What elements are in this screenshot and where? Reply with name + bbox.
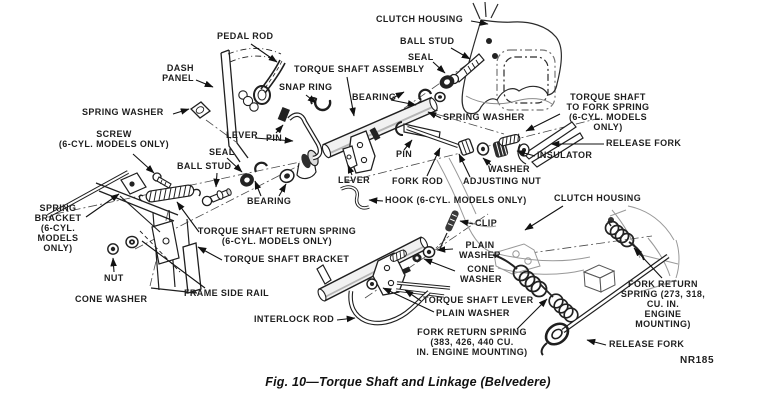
figure-caption: Fig. 10—Torque Shaft and Linkage (Belved… <box>265 375 551 389</box>
nut-part <box>107 243 119 255</box>
bearing-left-part <box>254 161 295 184</box>
label-nut: NUT <box>104 273 124 283</box>
upper-lever-part <box>277 106 323 161</box>
label-torque-shaft-to-fork-spring: TORQUE SHAFT TO FORK SPRING (6-CYL. MODE… <box>566 92 650 132</box>
label-adjusting-nut: ADJUSTING NUT <box>463 176 542 186</box>
label-pin-right: PIN <box>396 149 413 159</box>
label-release-fork-top: RELEASE FORK <box>606 138 682 148</box>
label-dash-panel: DASH PANEL <box>162 63 194 83</box>
clip-part <box>434 210 459 251</box>
label-clutch-housing-lower: CLUTCH HOUSING <box>554 193 642 203</box>
label-fork-rod: FORK ROD <box>392 176 444 186</box>
hook-part <box>340 185 370 210</box>
label-bearing-top: BEARING <box>352 92 397 102</box>
release-fork-bottom-part <box>540 253 670 356</box>
label-release-fork-bottom: RELEASE FORK <box>609 339 685 349</box>
tube-collar-part <box>296 149 319 180</box>
upper-clutch-housing-drawing <box>461 1 562 115</box>
label-bearing-left: BEARING <box>247 196 292 206</box>
label-torque-shaft-bracket: TORQUE SHAFT BRACKET <box>224 254 350 264</box>
pedal-rod-part <box>227 47 286 112</box>
label-screw: SCREW (6-CYL. MODELS ONLY) <box>58 129 170 149</box>
fork-return-spring-383-part <box>492 254 548 298</box>
label-spring-bracket: SPRING BRACKET (6-CYL. MODELS ONLY) <box>34 203 82 253</box>
fork-return-spring-b-part <box>539 283 579 323</box>
cone-washer-right-part <box>412 253 422 263</box>
label-frame-side-rail: FRAME SIDE RAIL <box>184 288 270 298</box>
label-pin-left: PIN <box>266 133 283 143</box>
seal-left-part <box>240 173 254 187</box>
label-lever-left: LEVER <box>226 130 259 140</box>
label-ball-stud-right: BALL STUD <box>400 36 455 46</box>
interlock-rod-part <box>348 290 431 326</box>
return-spring-part <box>138 184 201 203</box>
label-plain-washer-lower: PLAIN WASHER <box>436 308 510 318</box>
label-cone-washer-left: CONE WASHER <box>75 294 148 304</box>
spring-washer-left-part <box>189 101 212 119</box>
label-plain-washer-upper: PLAIN WASHER <box>459 240 501 260</box>
label-hook: HOOK (6-CYL. MODELS ONLY) <box>385 195 527 205</box>
ball-stud-left-part <box>201 188 232 207</box>
drawing-number: NR185 <box>680 355 715 366</box>
label-clip: CLIP <box>475 218 498 228</box>
label-fork-return-spring-273: FORK RETURN SPRING (273, 318, CU. IN. EN… <box>620 279 706 329</box>
lower-torque-shaft-part <box>316 236 451 302</box>
label-washer-right: WASHER <box>488 164 530 174</box>
label-lever-center: LEVER <box>338 175 371 185</box>
label-insulator: INSULATOR <box>537 150 593 160</box>
screw-part <box>152 172 172 189</box>
label-torque-shaft-return-spring: TORQUE SHAFT RETURN SPRING (6-CYL. MODEL… <box>197 226 357 246</box>
label-snap-ring: SNAP RING <box>279 82 333 92</box>
label-spring-washer-left: SPRING WASHER <box>82 107 164 117</box>
label-torque-shaft-assembly: TORQUE SHAFT ASSEMBLY <box>294 64 425 74</box>
fork-rod-row <box>342 121 521 170</box>
label-seal-right: SEAL <box>408 52 434 62</box>
label-seal-left: SEAL <box>209 147 235 157</box>
label-cone-washer-right: CONE WASHER <box>460 264 502 284</box>
label-clutch-housing-top: CLUTCH HOUSING <box>376 14 464 24</box>
lower-clutch-housing-drawing <box>436 157 591 275</box>
cone-washer-left-part <box>125 235 139 249</box>
engine-mount-block <box>582 264 616 293</box>
dash-panel-part <box>220 49 249 163</box>
label-ball-stud-left: BALL STUD <box>177 161 232 171</box>
label-spring-washer-right: SPRING WASHER <box>443 112 525 122</box>
label-pedal-rod: PEDAL ROD <box>217 31 274 41</box>
label-torque-shaft-lever: TORQUE SHAFT LEVER <box>423 295 534 305</box>
bearing-right-part <box>418 88 446 103</box>
snap-ring-part <box>310 96 332 112</box>
leader-lines <box>85 19 663 346</box>
plain-washer-upper-part <box>422 246 436 258</box>
label-interlock-rod: INTERLOCK ROD <box>254 314 335 324</box>
seal-right-part <box>439 75 455 89</box>
label-fork-return-spring-383: FORK RETURN SPRING (383, 426, 440 CU. IN… <box>416 327 528 357</box>
